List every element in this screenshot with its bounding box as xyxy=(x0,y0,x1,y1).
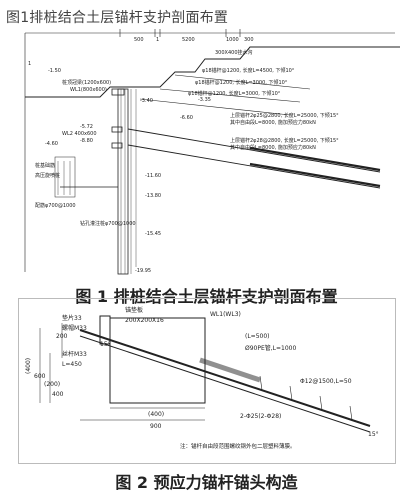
anchor-head-svg: 垫片33 螺帽M33 锚垫板 200X200X16 丝杆M33 L=450 WL… xyxy=(25,306,379,450)
label-wl1: WL1(800x600) xyxy=(70,87,107,93)
label-pile-rebar: 桩基础筋 xyxy=(35,162,55,169)
section-drawing-svg: 500 1 5200 1000 300 1 xyxy=(24,29,400,275)
elev-8-80: -8.80 xyxy=(80,138,93,144)
label-spacer: Φ12@1500,L=50 xyxy=(300,378,352,385)
label-nut: 螺帽M33 xyxy=(62,324,87,332)
figure-1-drawing: 500 1 5200 1000 300 1 xyxy=(0,27,413,283)
label-nail-3: φ18锚杆@1200, 长度L=3000, 下倾10° xyxy=(188,90,281,97)
top-dim-4: 1000 xyxy=(226,37,239,43)
angle-bottom: 15° xyxy=(368,431,379,438)
dim-left-3: (200) xyxy=(44,381,60,388)
elev-5-72: -5.72 xyxy=(80,124,93,130)
dim-left-1: (400) xyxy=(25,358,32,374)
label-rod-length: L=450 xyxy=(62,361,82,368)
left-dim: 1 xyxy=(28,61,31,67)
label-wl2: WL2 400x600 xyxy=(62,131,97,137)
top-dim-5: 300 xyxy=(244,37,254,43)
top-dim-3: 5200 xyxy=(182,37,195,43)
dim-left-2: 600 xyxy=(34,373,46,380)
figure-2-drawing: 垫片33 螺帽M33 锚垫板 200X200X16 丝杆M33 L=450 WL… xyxy=(0,298,413,464)
figure-2-caption: 图 2 预应力锚杆锚头构造 xyxy=(115,473,298,492)
label-bearing-plate: 锚垫板 xyxy=(125,306,143,314)
label-bars: 2-Φ25(2-Φ28) xyxy=(240,413,281,420)
label-mesh: 300X400挂水沟 xyxy=(215,49,253,56)
elev-19-95: -19.95 xyxy=(135,268,151,274)
elev-3-35: -3.35 xyxy=(198,97,211,103)
dim-bottom-1: (400) xyxy=(148,411,164,418)
label-nail-1: φ18锚杆@1200, 长度L=4500, 下倾10° xyxy=(202,67,295,74)
label-crown-beam: 桩顶冠梁(1200x600) xyxy=(62,79,111,86)
label-nail-2: φ18锚杆@1200, 长度L=3000, 下倾10° xyxy=(195,79,288,86)
elev-15-45: -15.45 xyxy=(145,231,161,237)
elev-1-50: -1.50 xyxy=(48,68,61,74)
label-tube-length: (L=500) xyxy=(245,333,270,340)
elev-11-60: -11.60 xyxy=(145,173,161,179)
elev-6-60: -6.60 xyxy=(180,115,193,121)
figure-1-caption: 图 1 排桩结合土层锚杆支护剖面布置 xyxy=(75,287,338,306)
label-jet-grout: 高压旋喷桩 xyxy=(35,172,60,179)
top-dim-2: 1 xyxy=(156,37,159,43)
label-rod: 丝杆M33 xyxy=(62,350,87,358)
elev-3-40: -3.40 xyxy=(140,98,153,104)
label-pad: 垫片33 xyxy=(62,314,82,322)
label-plate-size: 200X200X16 xyxy=(125,317,164,324)
dim-bottom-2: 900 xyxy=(150,423,162,430)
dim-200: 200 xyxy=(56,333,68,340)
label-anchor-2: 上层锚杆2φ28@2800, 长度L=25000, 下倾15° xyxy=(230,137,339,144)
label-waler: WL1(WL3) xyxy=(210,311,241,318)
elev-4-60: -4.60 xyxy=(45,141,58,147)
angle-top: 15° xyxy=(100,341,111,348)
label-anchor-2b: 其中自由段L=8000, 施加预应力80kN xyxy=(230,144,316,151)
label-config: 配筋φ700@1000 xyxy=(35,202,76,209)
page-title: 图1排桩结合土层锚杆支护剖面布置 xyxy=(6,10,229,26)
label-anchor-1b: 其中自由段L=8000, 施加预应力80kN xyxy=(230,119,316,126)
label-anchor-1: 上层锚杆2φ25@2800, 长度L=25000, 下倾15° xyxy=(230,112,339,119)
pile xyxy=(117,88,129,275)
label-bored-pile: 钻孔灌注桩φ700@1000 xyxy=(80,220,136,227)
top-dim-1: 500 xyxy=(134,37,144,43)
elev-13-80: -13.80 xyxy=(145,193,161,199)
label-pe-tube: Ø90PE管,L=1000 xyxy=(245,344,296,352)
dim-left-4: 400 xyxy=(52,391,64,398)
note: 注：锚杆自由段范围螺纹钢外包二层塑料薄膜。 xyxy=(180,442,296,450)
